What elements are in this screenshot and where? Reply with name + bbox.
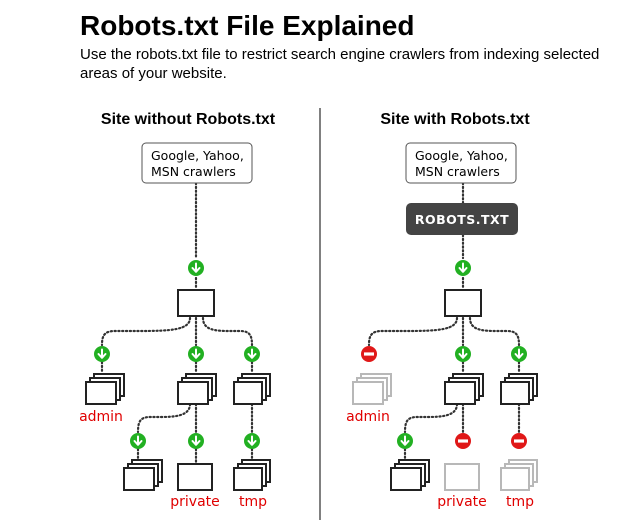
no-entry-icon: [455, 433, 471, 449]
tmp-folder-stack-blocked: [500, 459, 538, 491]
down-arrow-icon: [454, 345, 472, 363]
crawlers-text-line1: Google, Yahoo,: [151, 148, 244, 163]
tmp-label: tmp: [239, 494, 267, 510]
down-arrow-icon: [187, 259, 205, 277]
connector: [136, 402, 192, 434]
sub-folder-stack: [390, 459, 430, 491]
admin-label: admin: [346, 409, 390, 425]
right-panel-heading: Site with Robots.txt: [380, 111, 530, 128]
right-folder-stack: [500, 373, 538, 405]
down-arrow-icon: [187, 432, 205, 450]
connector: [468, 316, 521, 347]
crawlers-text-line2: MSN crawlers: [151, 164, 236, 179]
root-folder-node: [444, 289, 482, 317]
down-arrow-icon: [396, 432, 414, 450]
down-arrow-icon: [243, 345, 261, 363]
page-title: Robots.txt File Explained: [80, 10, 415, 41]
left-panel-heading: Site without Robots.txt: [101, 111, 276, 128]
tmp-folder-stack: [233, 459, 271, 491]
private-label: private: [170, 494, 220, 510]
robots-txt-label: ROBOTS.TXT: [415, 212, 509, 227]
crawlers-box: [141, 142, 253, 184]
private-folder-node: [177, 463, 213, 491]
private-folder-node-blocked: [444, 463, 480, 491]
crawlers-text-line2: MSN crawlers: [415, 164, 500, 179]
private-label: private: [437, 494, 487, 510]
right-folder-stack: [233, 373, 271, 405]
crawlers-box: [405, 142, 517, 184]
root-folder-node: [177, 289, 215, 317]
admin-folder-stack-blocked: [352, 373, 392, 405]
down-arrow-icon: [510, 345, 528, 363]
down-arrow-icon: [454, 259, 472, 277]
page-subtitle: Use the robots.txt file to restrict sear…: [80, 46, 600, 82]
admin-label: admin: [79, 409, 123, 425]
middle-folder-stack: [444, 373, 484, 405]
connector: [201, 316, 254, 347]
middle-folder-stack: [177, 373, 217, 405]
connector: [367, 316, 459, 347]
sub-folder-stack: [123, 459, 163, 491]
down-arrow-icon: [187, 345, 205, 363]
down-arrow-icon: [93, 345, 111, 363]
robots-txt-box: [406, 203, 518, 235]
down-arrow-icon: [129, 432, 147, 450]
no-entry-icon: [361, 346, 377, 362]
no-entry-icon: [511, 433, 527, 449]
tmp-label: tmp: [506, 494, 534, 510]
connector: [100, 316, 192, 347]
crawlers-text-line1: Google, Yahoo,: [415, 148, 508, 163]
admin-folder-stack: [85, 373, 125, 405]
connector: [403, 402, 459, 434]
left-panel: Site without Robots.txt Google, Yahoo, M…: [79, 111, 276, 510]
right-panel: Site with Robots.txt Google, Yahoo, MSN …: [346, 111, 538, 510]
down-arrow-icon: [243, 432, 261, 450]
